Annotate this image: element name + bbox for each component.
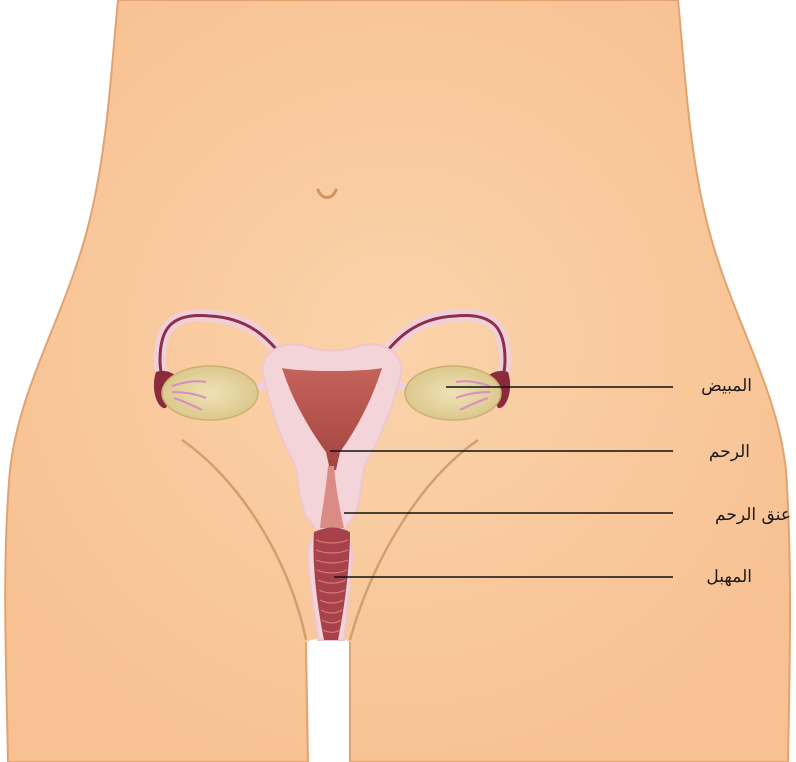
label-vagina: المهبل: [706, 569, 752, 586]
label-ovary: المبيض: [701, 378, 752, 395]
leg-gap: [306, 638, 350, 762]
label-cervix: عنق الرحم: [715, 507, 791, 524]
label-uterus: الرحم: [709, 444, 750, 461]
